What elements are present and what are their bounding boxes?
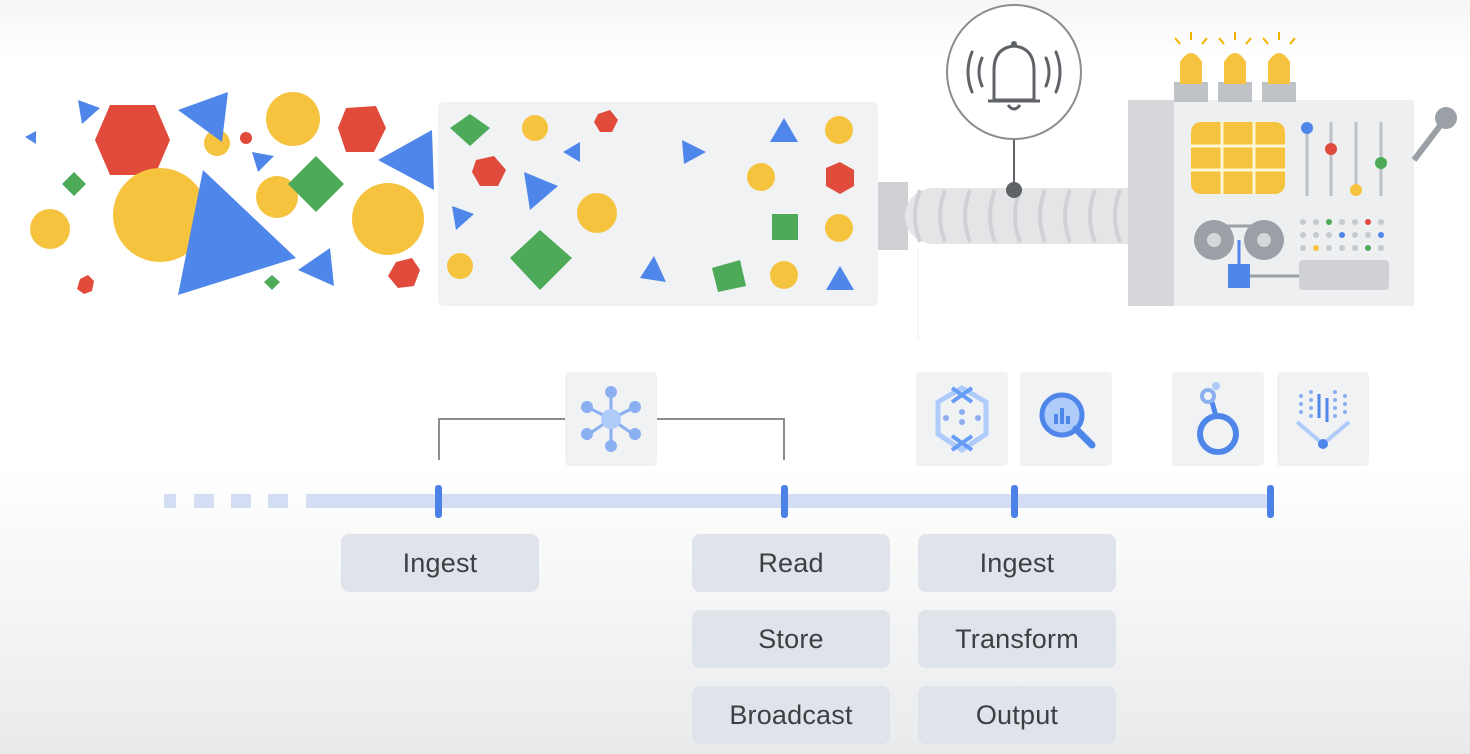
step-transform: Transform bbox=[918, 610, 1116, 668]
timeline-ticks bbox=[435, 485, 1274, 518]
bigquery-icon bbox=[1020, 372, 1112, 466]
step-store: Store bbox=[692, 610, 890, 668]
timeline-bar bbox=[306, 494, 1272, 508]
processing-machine bbox=[1128, 32, 1457, 306]
scattered-shapes bbox=[25, 92, 434, 295]
bell-alert-icon bbox=[946, 4, 1082, 198]
step-ingest-2: Ingest bbox=[918, 534, 1116, 592]
data-stream-illustration bbox=[25, 4, 1457, 340]
looker-icon bbox=[1172, 372, 1264, 466]
dataflow-icon bbox=[916, 372, 1008, 466]
step-ingest: Ingest bbox=[341, 534, 539, 592]
step-broadcast: Broadcast bbox=[692, 686, 890, 744]
vertex-ai-icon bbox=[1277, 372, 1369, 466]
timeline-dashes bbox=[164, 494, 288, 508]
pubsub-hub-icon bbox=[565, 372, 657, 466]
pipe bbox=[878, 182, 1155, 250]
step-output: Output bbox=[918, 686, 1116, 744]
buffered-shapes bbox=[447, 110, 854, 292]
step-read: Read bbox=[692, 534, 890, 592]
